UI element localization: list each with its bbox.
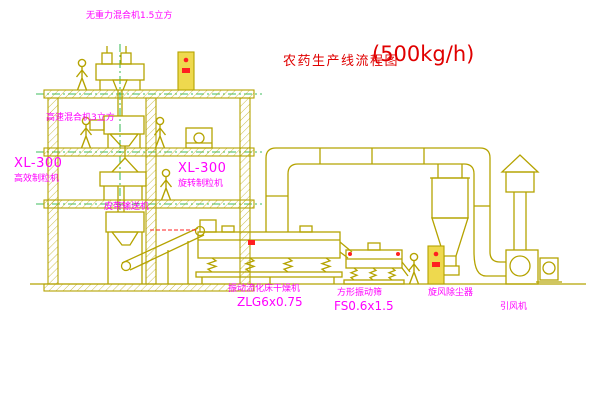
- building-structure: [30, 89, 586, 292]
- label-dryer-name: 振动流化床干燥机: [228, 284, 301, 294]
- control-cabinet-ground: [427, 245, 445, 285]
- cyclone-drawing: [430, 164, 470, 276]
- label-gravity-mixer: 无重力混合机1.5立方: [86, 11, 173, 21]
- label-mid-granulator-model: XL-300: [178, 161, 227, 176]
- label-sieve-model: FS0.6x1.5: [334, 299, 394, 313]
- exhaust-duct-drawing: [265, 147, 506, 277]
- rotary-granulator-drawing: [185, 127, 213, 149]
- label-high-speed-mixer: 高速混合机3立方: [46, 113, 115, 123]
- label-left-granulator-model: XL-300: [14, 156, 63, 171]
- label-mid-granulator-name: 旋转制粒机: [178, 179, 224, 189]
- fan-stack-drawing: [500, 154, 562, 285]
- gravity-mixer-drawing: [95, 46, 145, 116]
- belt-conveyor-drawing: [120, 225, 206, 284]
- feeder-hopper-drawing: [105, 211, 145, 284]
- fluid-bed-dryer-drawing: [150, 219, 353, 284]
- control-cabinet-top: [177, 51, 195, 91]
- label-dryer-model: ZLG6x0.75: [237, 295, 303, 309]
- granulator-drawing: [99, 171, 147, 212]
- high-speed-mixer-drawing: [89, 115, 145, 173]
- diagram-title: 农药生产线流程图: [283, 54, 400, 69]
- label-left-granulator-name: 高效制粒机: [14, 174, 60, 184]
- label-belt-conveyor: 皮带输送机: [104, 202, 150, 212]
- label-sieve-name: 方形振动筛: [337, 288, 383, 298]
- vibrating-sieve-drawing: [343, 242, 411, 285]
- label-fan: 引风机: [500, 302, 528, 312]
- label-cyclone: 旋风除尘器: [428, 288, 474, 298]
- diagram-capacity: (500kg/h): [372, 42, 475, 66]
